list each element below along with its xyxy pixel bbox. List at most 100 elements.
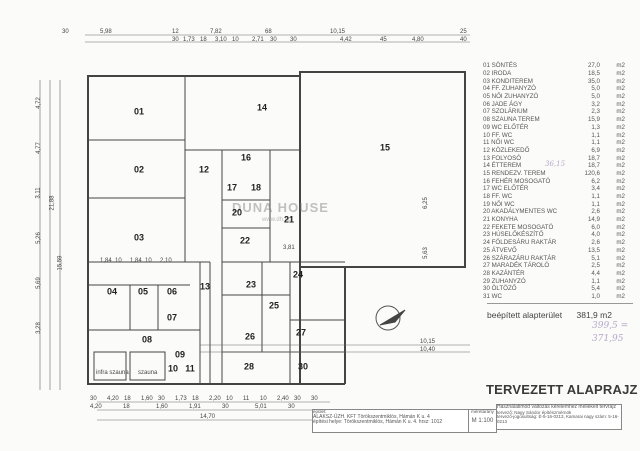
room-unit: m2	[616, 277, 625, 285]
room-area: 120,6	[584, 169, 600, 177]
dimension-label: 1,60	[141, 396, 153, 402]
dimension-label: 2,40	[277, 396, 289, 402]
room-name: 01 SÖNTÉS	[483, 62, 518, 70]
room-unit: m2	[616, 70, 625, 78]
room-unit: m2	[616, 208, 625, 216]
room-area: 5,1	[591, 254, 600, 262]
room-name: 14 ÉTTEREM	[483, 162, 522, 170]
dimension-label: 18	[123, 404, 130, 410]
dimension-label: 30	[62, 29, 69, 35]
room-label: 14	[256, 102, 268, 113]
designer-registration: tervező-jogosultság: É-5-16-0213, Kamara…	[497, 414, 619, 425]
room-name: 20 AKADÁLYMENTES WC	[483, 208, 558, 216]
room-unit: m2	[616, 131, 625, 139]
title-block-scale: méretarány M 1:100	[468, 409, 497, 433]
object-label: épület:	[313, 409, 327, 414]
room-unit: m2	[616, 77, 625, 85]
room-unit: m2	[616, 216, 625, 224]
room-name: 19 NŐI WC	[483, 200, 515, 208]
dimension-label: 4,20	[107, 396, 119, 402]
room-area: 1,1	[591, 131, 600, 139]
dimension-label: 3,28	[35, 322, 42, 334]
room-label: 10	[167, 363, 179, 374]
room-unit: m2	[616, 254, 625, 262]
total-area: 381,9	[576, 310, 598, 320]
room-unit: m2	[616, 285, 625, 293]
dimension-label: 1,73	[183, 37, 195, 43]
room-label: 21	[283, 214, 295, 225]
room-label: 12	[198, 164, 210, 175]
room-unit: m2	[616, 239, 625, 247]
room-label: 23	[245, 279, 257, 290]
room-unit: m2	[616, 100, 625, 108]
room-label: 24	[292, 269, 304, 280]
dimension-label: 1,60	[156, 404, 168, 410]
dimension-label: 14,70	[200, 414, 216, 420]
room-unit: m2	[616, 200, 625, 208]
dimension-label: 1,84	[130, 258, 142, 264]
dimension-label: 3,81	[283, 245, 295, 251]
room-label: 15	[379, 142, 391, 153]
object-text: ALAKSZ-ÜZH. KFT Törökszentmiklós, Hámán …	[313, 413, 430, 420]
room-unit: m2	[616, 246, 625, 254]
room-name: 05 NŐI ZUHANYZÓ	[483, 93, 539, 101]
room-name: 28 KAZÁNTÉR	[483, 269, 525, 277]
room-area: 18,7	[587, 154, 600, 162]
dimension-label: 1,91	[189, 404, 201, 410]
room-area: 2,6	[591, 208, 600, 216]
room-unit: m2	[616, 108, 625, 116]
room-area: 1,1	[591, 193, 600, 201]
room-label: 06	[166, 286, 178, 297]
room-area: 13,5	[587, 246, 600, 254]
dimension-label: 11	[243, 396, 250, 402]
room-name: 27 MARADÉK TÁROLÓ	[483, 262, 550, 270]
room-name: 02 IRODA	[483, 70, 512, 78]
handwritten-note-1: 36,15	[545, 160, 566, 168]
room-sublabel: infra szauna	[96, 370, 129, 376]
room-label: 25	[268, 300, 280, 311]
handwritten-note-2: 399,5 =	[592, 321, 629, 331]
room-name: 04 FF. ZUHANYZÓ	[483, 85, 536, 93]
room-name: 26 SZÁRAZÁRU RAKTÁR	[483, 254, 556, 262]
room-unit: m2	[616, 185, 625, 193]
room-label: 05	[137, 286, 149, 297]
room-name: 29 ZUHANYZÓ	[483, 277, 526, 285]
room-unit: m2	[616, 146, 625, 154]
room-sublabel: szauna	[138, 370, 158, 376]
room-label: 18	[250, 182, 262, 193]
dimension-label: 5,63	[422, 247, 429, 259]
room-area: 1,1	[591, 277, 600, 285]
dimension-label: 18	[124, 396, 131, 402]
room-label: 07	[166, 312, 178, 323]
room-schedule-row: 26 SZÁRAZÁRU RAKTÁR 5,1 m2	[483, 254, 633, 262]
room-label: 16	[240, 152, 252, 163]
room-name: 07 SZOLÁRIUM	[483, 108, 528, 116]
room-name: 30 ÖLTÖZŐ	[483, 285, 517, 293]
room-area: 15,9	[587, 116, 600, 124]
dimension-label: 1,84	[100, 258, 112, 264]
room-label: 13	[199, 281, 211, 292]
dimension-label: 30	[290, 37, 297, 43]
room-name: 17 WC ELŐTÉR	[483, 185, 529, 193]
room-label: 17	[226, 182, 238, 193]
dimension-label: 21,88	[49, 195, 56, 211]
room-unit: m2	[616, 85, 625, 93]
built-area-total: beépített alapterület 381,9 m2	[487, 303, 633, 320]
room-area: 6,9	[591, 146, 600, 154]
room-name: 08 SZAUNA TEREM	[483, 116, 540, 124]
room-area: 18,5	[587, 70, 600, 78]
room-label: 27	[295, 327, 307, 338]
